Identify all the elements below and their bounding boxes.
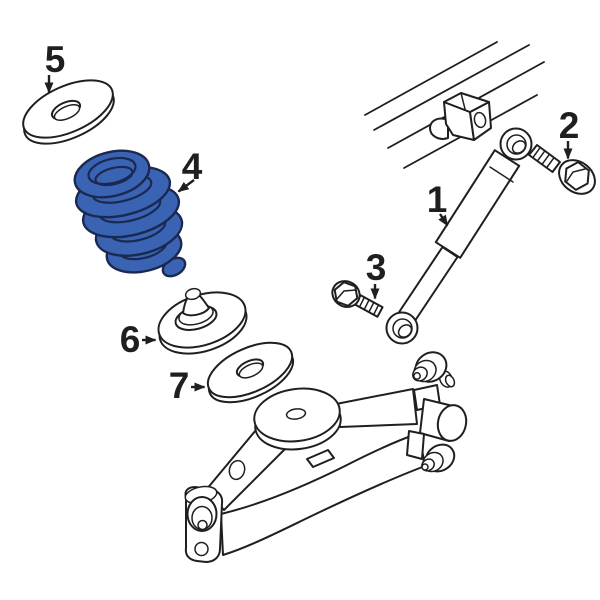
bolt-thread <box>546 157 555 169</box>
control-arm <box>184 351 468 563</box>
spring-coil-top-inner <box>87 156 137 186</box>
frame-bracket <box>429 92 492 141</box>
rear-bushing-cylinder-face <box>436 404 468 442</box>
front-bushing-pin <box>197 519 208 531</box>
bolt-thread <box>532 147 541 159</box>
callout-2[interactable]: 2 <box>559 105 580 160</box>
callout-6[interactable]: 6 <box>120 319 157 360</box>
callout-1-arrow <box>438 213 449 227</box>
bolt-hex-facets <box>336 289 357 300</box>
callout-4-arrow <box>177 179 195 193</box>
callout-7-label[interactable]: 7 <box>169 365 190 406</box>
part-lower-spring-insulator[interactable] <box>200 332 301 414</box>
part-upper-spring-seat[interactable] <box>151 282 253 363</box>
bolt-hex-facets <box>566 168 586 182</box>
arm-limb-hole <box>228 459 246 481</box>
bolt-thread <box>541 153 550 165</box>
callout-4[interactable]: 4 <box>177 146 203 193</box>
shock-rod <box>397 246 459 324</box>
frame-rail-line <box>364 41 498 116</box>
callout-1[interactable]: 1 <box>427 179 449 227</box>
arm-beam-tab <box>306 449 335 468</box>
callout-6-label[interactable]: 6 <box>120 319 141 360</box>
frame-rail-line <box>373 44 530 131</box>
callout-3-label[interactable]: 3 <box>366 247 387 288</box>
washer-hole-depth <box>53 103 81 122</box>
callout-4-label[interactable]: 4 <box>182 146 203 187</box>
callout-2-label[interactable]: 2 <box>559 105 580 146</box>
rear-lower-bracket <box>406 430 425 460</box>
callout-7[interactable]: 7 <box>169 365 206 406</box>
spring-inner-depth-line <box>94 165 134 187</box>
front-housing-bolt-hole <box>194 541 209 557</box>
rear-lower-bushing-tip <box>421 463 429 471</box>
bracket-tab <box>429 117 449 140</box>
rear-upper-bushing-tip <box>413 372 421 380</box>
spring-perch-hole <box>285 408 307 420</box>
bolt-thread <box>363 299 370 310</box>
callout-5-label[interactable]: 5 <box>45 39 66 80</box>
callout-3[interactable]: 3 <box>366 247 387 300</box>
bracket-facet-line <box>460 92 466 110</box>
shock-upper-eye-hole <box>511 140 527 154</box>
callout-1-label[interactable]: 1 <box>427 179 448 220</box>
shock-tube <box>434 149 521 259</box>
spring-coil-top <box>73 149 151 199</box>
shock-tube-cap-line <box>489 166 514 183</box>
washer-hole-depth <box>238 362 264 379</box>
bolt-hex-head <box>333 281 359 307</box>
part-lower-shock-bolt[interactable] <box>328 276 384 318</box>
bolt-thread <box>536 150 546 162</box>
callout-5[interactable]: 5 <box>44 39 66 94</box>
rear-side-piece-inner <box>444 374 456 388</box>
bolt-thread <box>373 304 380 315</box>
bracket-top-face <box>443 92 490 113</box>
part-shock-absorber[interactable] <box>385 127 533 345</box>
part-upper-shock-bolt[interactable] <box>528 144 600 201</box>
bolt-shaft <box>528 144 561 173</box>
part-upper-spring-washer[interactable] <box>15 68 122 155</box>
bolt-thread <box>368 302 375 313</box>
bolt-thread <box>358 297 365 308</box>
part-coil-spring[interactable] <box>70 143 189 279</box>
bump-stop-cap <box>184 287 202 301</box>
shock-lower-eye-hole <box>397 324 413 338</box>
bracket-hole <box>473 111 487 129</box>
arm-upper-member <box>335 388 418 428</box>
